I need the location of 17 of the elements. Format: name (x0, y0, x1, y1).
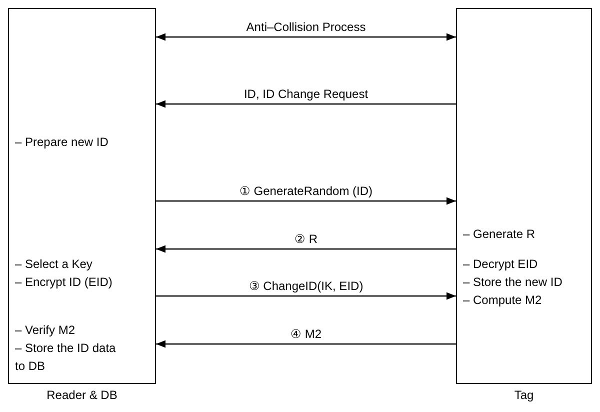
participant-label: Tag (513, 389, 535, 401)
step-note: – Select a Key (15, 256, 94, 273)
step-note: – Decrypt EID (463, 256, 539, 273)
arrow (156, 245, 456, 253)
arrow (156, 340, 456, 348)
step-note: – Encrypt ID (EID) (15, 274, 114, 291)
step-note: – Prepare new ID (15, 134, 110, 151)
arrow (156, 292, 456, 300)
arrow (156, 100, 456, 108)
step-note: – Store the ID data to DB (15, 340, 117, 375)
step-note: – Compute M2 (463, 292, 543, 309)
step-note: – Store the new ID (463, 274, 564, 291)
participant-label: Reader & DB (46, 389, 118, 401)
step-note: – Verify M2 (15, 322, 76, 339)
step-note: – Generate R (463, 226, 536, 243)
arrow (156, 33, 456, 41)
arrow (156, 197, 456, 205)
